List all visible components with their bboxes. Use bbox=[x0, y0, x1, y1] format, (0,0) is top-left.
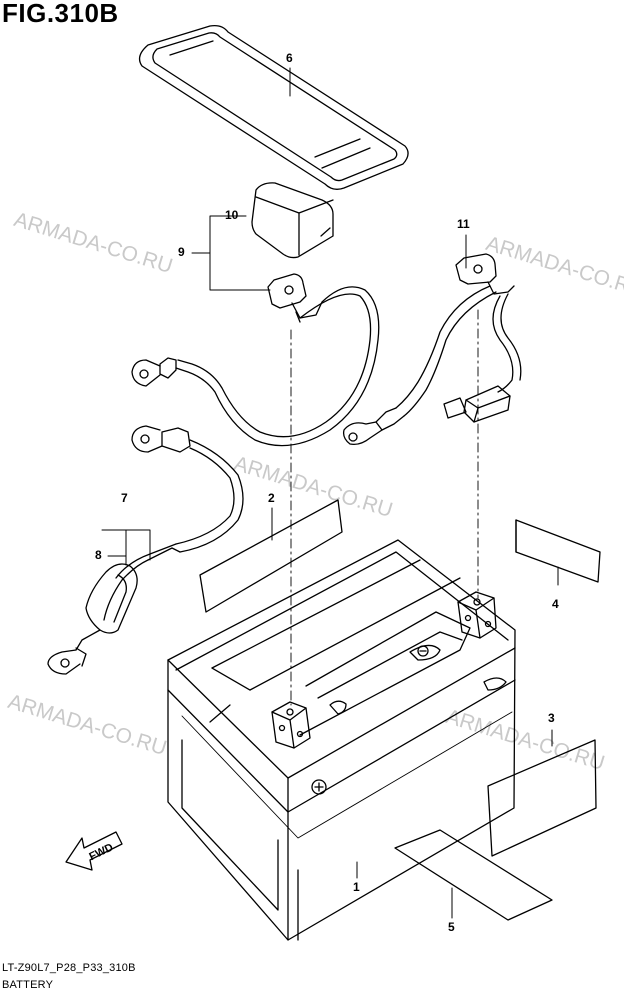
callout-2: 2 bbox=[268, 491, 275, 505]
figure-name: BATTERY bbox=[2, 979, 54, 991]
label-part-5 bbox=[394, 829, 553, 921]
callout-leaders bbox=[101, 67, 559, 919]
label-part-3 bbox=[487, 739, 597, 857]
callout-10: 10 bbox=[225, 208, 239, 222]
label-part-4 bbox=[515, 519, 601, 583]
figure-code: LT-Z90L7_P28_P33_310B bbox=[2, 962, 136, 974]
callout-8: 8 bbox=[95, 548, 102, 562]
positive-cable-part bbox=[131, 273, 380, 447]
callout-9: 9 bbox=[178, 245, 185, 259]
fwd-arrow: FWD bbox=[65, 831, 123, 871]
callout-1: 1 bbox=[353, 880, 360, 894]
negative-cable-part bbox=[47, 425, 244, 675]
figure-title: FIG.310B bbox=[2, 0, 119, 28]
callout-5: 5 bbox=[448, 920, 455, 934]
callout-3: 3 bbox=[548, 711, 555, 725]
lead-wire-part bbox=[342, 253, 522, 446]
battery-band-part bbox=[138, 24, 409, 190]
callout-6: 6 bbox=[286, 51, 293, 65]
callout-11: 11 bbox=[457, 217, 470, 231]
terminal-cover-part bbox=[251, 182, 334, 259]
callout-7: 7 bbox=[121, 491, 128, 505]
alignment-lines bbox=[290, 309, 479, 706]
label-sticker-part bbox=[199, 499, 343, 613]
callout-4: 4 bbox=[552, 597, 559, 611]
battery-part bbox=[167, 539, 516, 941]
